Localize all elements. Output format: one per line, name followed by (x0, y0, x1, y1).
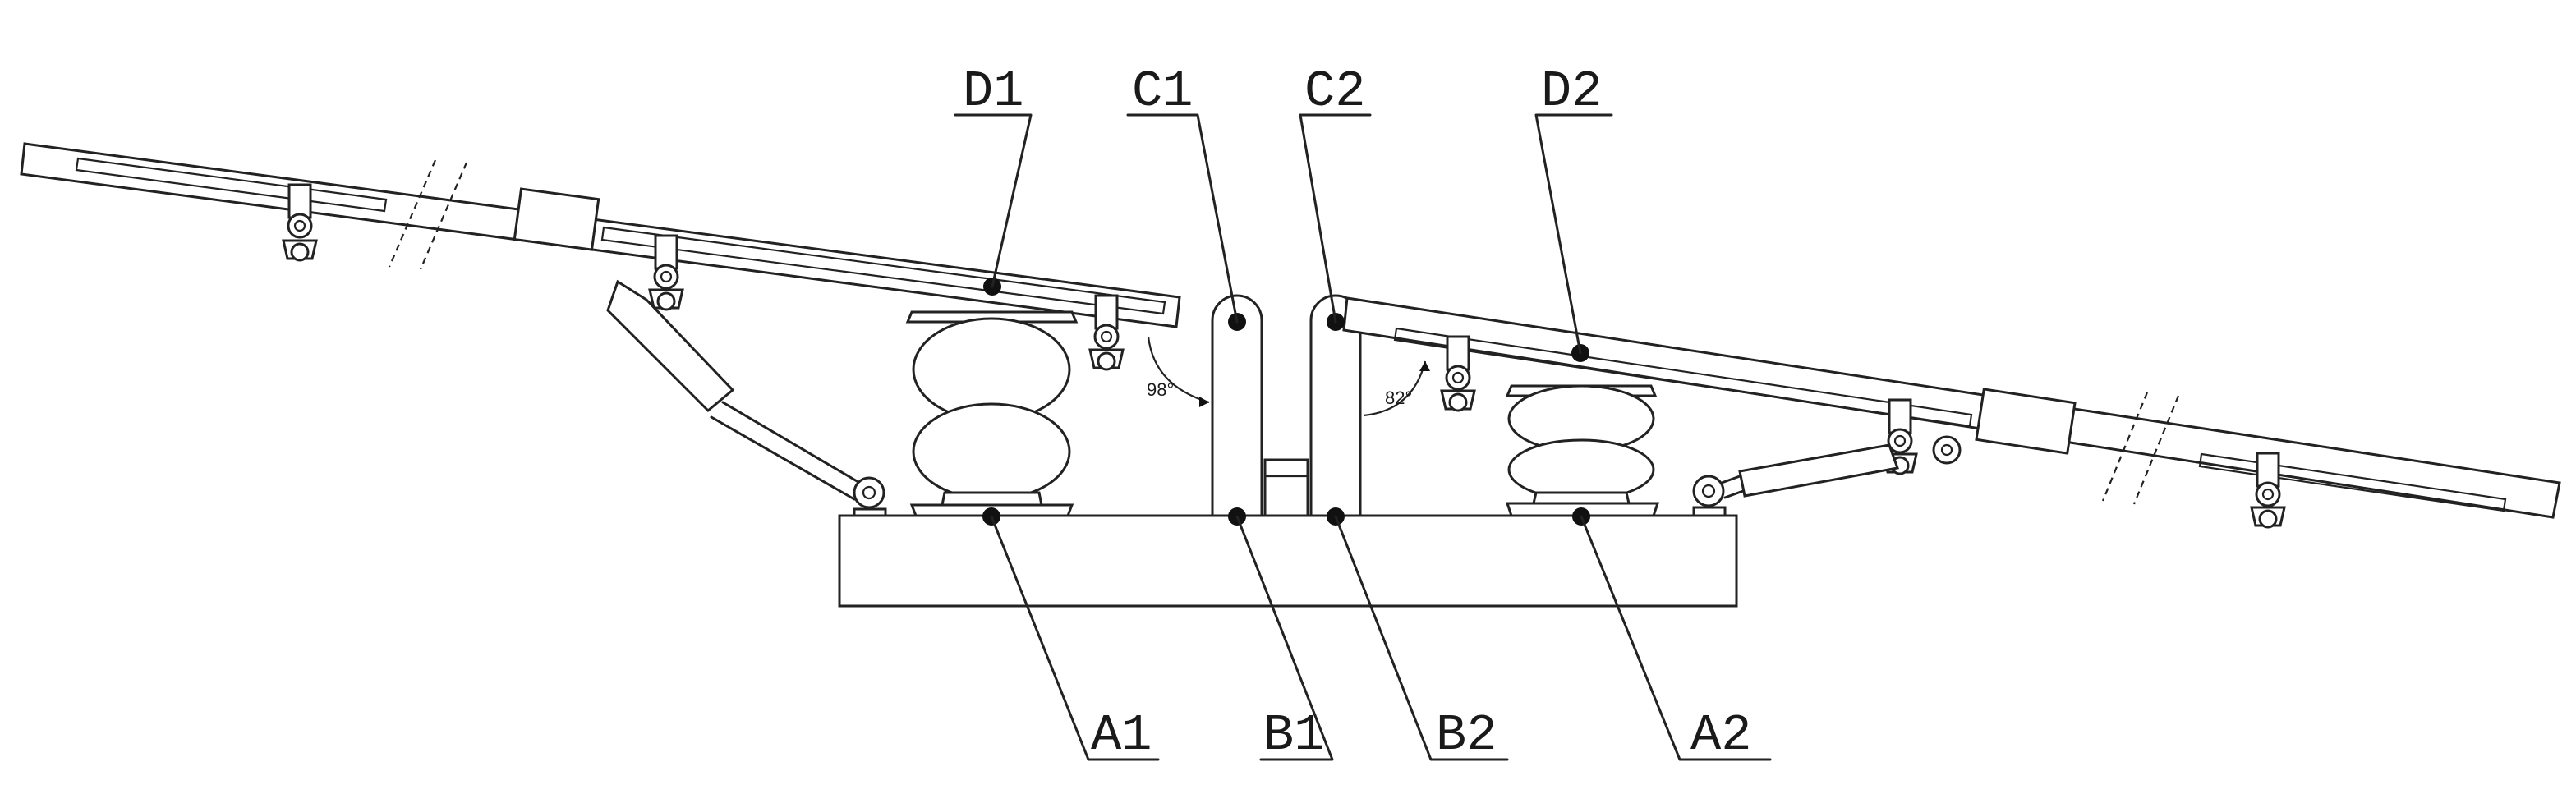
leader-d1 (954, 113, 1033, 288)
leader-b1 (1235, 515, 1334, 761)
leader-c2 (1299, 113, 1372, 324)
label-b1: B1 (1263, 706, 1324, 764)
label-d1: D1 (963, 62, 1024, 121)
right-bracket-3 (2250, 452, 2286, 529)
break-mark-left (388, 159, 468, 270)
angle-annotation-left: 98° (1147, 336, 1210, 407)
leader-lines (954, 113, 1772, 761)
label-a1: A1 (1091, 706, 1152, 764)
left-gas-strut (606, 279, 887, 517)
leader-a1 (990, 515, 1160, 761)
left-air-spring (905, 310, 1079, 517)
label-c1: C1 (1132, 62, 1193, 121)
hinge-center-block (1263, 458, 1309, 517)
left-panel (20, 142, 1181, 328)
right-air-spring (1505, 384, 1660, 517)
leader-c1 (1126, 113, 1239, 324)
angle-label-left: 98° (1147, 379, 1174, 400)
leader-b2 (1334, 515, 1509, 761)
left-bracket-1 (282, 183, 318, 262)
angle-annotation-right: 82° (1363, 360, 1430, 417)
break-mark-right (2101, 392, 2180, 505)
base-plate (838, 514, 1738, 608)
angle-label-right: 82° (1385, 388, 1412, 408)
left-bracket-3 (1088, 294, 1125, 371)
label-a2: A2 (1690, 706, 1751, 764)
hinge-post-left (1211, 294, 1263, 517)
label-d2: D2 (1541, 62, 1602, 121)
right-gas-strut (1692, 435, 1962, 517)
right-panel (1342, 296, 2561, 519)
left-bracket-2 (648, 234, 684, 311)
label-c2: C2 (1304, 62, 1365, 121)
leader-a2 (1580, 515, 1772, 761)
leader-d2 (1534, 113, 1613, 355)
right-bracket-1 (1440, 335, 1476, 412)
label-b2: B2 (1436, 706, 1497, 764)
